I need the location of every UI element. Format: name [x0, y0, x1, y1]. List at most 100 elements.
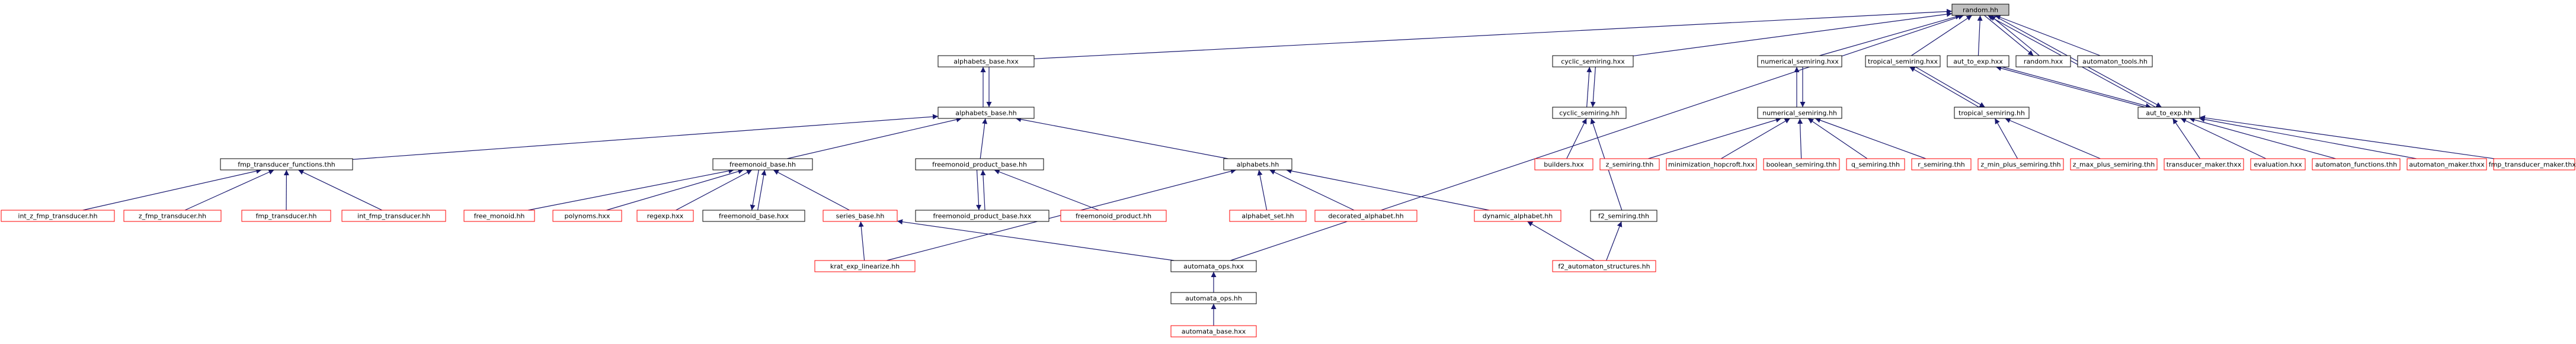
node-int-fmp-transducer-hh[interactable]: int_fmp_transducer.hh [341, 210, 446, 222]
node-fmp-transducer-hh[interactable]: fmp_transducer.hh [241, 210, 331, 222]
node-freemonoid-product-base-hh[interactable]: freemonoid_product_base.hh [915, 158, 1044, 171]
node-label: freemonoid_base.hxx [719, 213, 789, 220]
node-freemonoid-product-hh[interactable]: freemonoid_product.hh [1060, 210, 1167, 222]
node-tropical-semiring-hh[interactable]: tropical_semiring.hh [1954, 107, 2030, 119]
node-transducer-maker-thxx[interactable]: transducer_maker.thxx [2164, 158, 2244, 171]
node-automata-ops-hxx[interactable]: automata_ops.hxx [1170, 260, 1257, 272]
node-box [712, 158, 813, 171]
node-label: cyclic_semiring.hh [1559, 110, 1620, 117]
node-box [1763, 158, 1840, 171]
node-label: numerical_semiring.hxx [1761, 58, 1839, 66]
node-label: numerical_semiring.hh [1762, 110, 1837, 117]
node-label: z_max_plus_semiring.thh [2073, 161, 2155, 169]
edge-aut_to_exp_hxx-to-aut_to_exp_hh [2002, 66, 2151, 108]
node-numerical-semiring-hxx[interactable]: numerical_semiring.hxx [1757, 55, 1842, 67]
node-label: alphabets_base.hxx [953, 58, 1019, 66]
edge-automaton_maker_thxx-to-aut_to_exp_hh [2199, 117, 2417, 159]
node-box [915, 210, 1049, 222]
node-automata-ops-hh[interactable]: automata_ops.hh [1170, 292, 1257, 304]
node-numerical-semiring-hh[interactable]: numerical_semiring.hh [1757, 107, 1842, 119]
node-z-semiring-thh[interactable]: z_semiring.thh [1599, 158, 1660, 171]
edge-aut_to_exp_hh-to-aut_to_exp_hxx [1996, 66, 2145, 108]
node-tropical-semiring-hxx[interactable]: tropical_semiring.hxx [1865, 55, 1941, 67]
edge-z_fmp_transducer_hh-to-fmp_transducer_functions_thh [184, 169, 274, 211]
edge-random_hxx-to-random_hh [1990, 15, 2040, 56]
node-cyclic-semiring-hh[interactable]: cyclic_semiring.hh [1552, 107, 1627, 119]
node-box [2250, 158, 2306, 171]
node-box [1666, 158, 1757, 171]
node-krat-exp-linearize-hh[interactable]: krat_exp_linearize.hh [814, 260, 916, 272]
edge-cyclic_semiring_hh-to-cyclic_semiring_hxx [1586, 66, 1592, 108]
node-label: tropical_semiring.hh [1959, 110, 2025, 117]
node-series-base-hh[interactable]: series_base.hh [823, 210, 898, 222]
node-f2-semiring-thh[interactable]: f2_semiring.thh [1590, 210, 1657, 222]
node-automaton-maker-thxx[interactable]: automaton_maker.thxx [2407, 158, 2487, 171]
node-random-hxx[interactable]: random.hxx [2015, 55, 2071, 67]
node-z-fmp-transducer-hh[interactable]: z_fmp_transducer.hh [123, 210, 222, 222]
node-box [1, 210, 115, 222]
node-z-max-plus-semiring-thh[interactable]: z_max_plus_semiring.thh [2070, 158, 2158, 171]
node-r-semiring-thh[interactable]: r_semiring.thh [1911, 158, 1972, 171]
node-cyclic-semiring-hxx[interactable]: cyclic_semiring.hxx [1552, 55, 1634, 67]
node-box [1846, 158, 1905, 171]
node-box [937, 55, 1035, 67]
node-label: f2_automaton_structures.hh [1558, 263, 1650, 271]
node-int-z-fmp-transducer-hh[interactable]: int_z_fmp_transducer.hh [1, 210, 115, 222]
node-box [1977, 158, 2064, 171]
edge-krat_exp_linearize_hh-to-series_base_hh [858, 221, 865, 261]
node-dynamic-alphabet-hh[interactable]: dynamic_alphabet.hh [1474, 210, 1561, 222]
node-label: freemonoid_base.hh [729, 161, 796, 169]
node-box [1060, 210, 1167, 222]
node-label: alphabets.hh [1237, 161, 1279, 169]
node-decorated-alphabet-hh[interactable]: decorated_alphabet.hh [1314, 210, 1417, 222]
node-automata-base-hxx[interactable]: automata_base.hxx [1170, 325, 1257, 337]
node-fmp-transducer-maker-thxx[interactable]: fmp_transducer_maker.thxx [2489, 158, 2576, 171]
node-alphabets-base-hh[interactable]: alphabets_base.hh [937, 107, 1035, 119]
node-freemonoid-base-hxx[interactable]: freemonoid_base.hxx [702, 210, 805, 222]
node-f2-automaton-structures-hh[interactable]: f2_automaton_structures.hh [1552, 260, 1656, 272]
node-z-min-plus-semiring-thh[interactable]: z_min_plus_semiring.thh [1977, 158, 2064, 171]
node-minimization-hopcroft-hxx[interactable]: minimization_hopcroft.hxx [1666, 158, 1757, 171]
node-freemonoid-product-base-hxx[interactable]: freemonoid_product_base.hxx [915, 210, 1049, 222]
node-label: automaton_tools.hh [2082, 58, 2148, 66]
edge-freemonoid_product_base_hxx-to-freemonoid_product_base_hh [980, 169, 986, 211]
node-aut-to-exp-hxx[interactable]: aut_to_exp.hxx [1947, 55, 2009, 67]
node-automaton-tools-hh[interactable]: automaton_tools.hh [2077, 55, 2153, 67]
node-label: decorated_alphabet.hh [1328, 213, 1403, 220]
node-alphabets-base-hxx[interactable]: alphabets_base.hxx [937, 55, 1035, 67]
node-box [1474, 210, 1561, 222]
node-evaluation-hxx[interactable]: evaluation.hxx [2250, 158, 2306, 171]
node-regexp-hxx[interactable]: regexp.hxx [636, 210, 694, 222]
node-box [937, 107, 1035, 119]
node-box [1552, 55, 1634, 67]
node-polynoms-hxx[interactable]: polynoms.hxx [552, 210, 622, 222]
edge-automata_ops_hxx-to-series_base_hh [897, 219, 1175, 261]
edge-int_z_fmp_transducer_hh-to-fmp_transducer_functions_thh [82, 168, 262, 211]
edge-series_base_hh-to-freemonoid_base_hh [773, 169, 850, 211]
edge-cyclic_semiring_hxx-to-cyclic_semiring_hh [1590, 66, 1596, 108]
edge-tropical_semiring_hh-to-tropical_semiring_hxx [1909, 66, 1979, 108]
node-box [2312, 158, 2401, 171]
node-free-monoid-hh[interactable]: free_monoid.hh [463, 210, 535, 222]
edge-automaton_functions_thh-to-aut_to_exp_hh [2189, 117, 2336, 159]
node-fmp-transducer-functions-thh[interactable]: fmp_transducer_functions.thh [220, 158, 353, 171]
node-label: automaton_functions.thh [2315, 161, 2397, 169]
node-q-semiring-thh[interactable]: q_semiring.thh [1846, 158, 1905, 171]
node-box [1534, 158, 1593, 171]
node-random-hh[interactable]: random.hh [1951, 4, 2009, 16]
node-box [1954, 107, 2030, 119]
node-boolean-semiring-thh[interactable]: boolean_semiring.thh [1763, 158, 1840, 171]
node-box [2015, 55, 2071, 67]
node-aut-to-exp-hh[interactable]: aut_to_exp.hh [2137, 107, 2200, 119]
node-label: z_min_plus_semiring.thh [1980, 161, 2060, 169]
node-freemonoid-base-hh[interactable]: freemonoid_base.hh [712, 158, 813, 171]
node-box [1170, 325, 1257, 337]
node-alphabet-set-hh[interactable]: alphabet_set.hh [1229, 210, 1307, 222]
node-automaton-functions-thh[interactable]: automaton_functions.thh [2312, 158, 2401, 171]
node-alphabets-hh[interactable]: alphabets.hh [1223, 158, 1292, 171]
node-label: evaluation.hxx [2254, 161, 2302, 169]
edge-z_max_plus_semiring_thh-to-tropical_semiring_hh [2005, 118, 2101, 159]
node-builders-hxx[interactable]: builders.hxx [1534, 158, 1593, 171]
node-label: random.hxx [2024, 58, 2063, 66]
